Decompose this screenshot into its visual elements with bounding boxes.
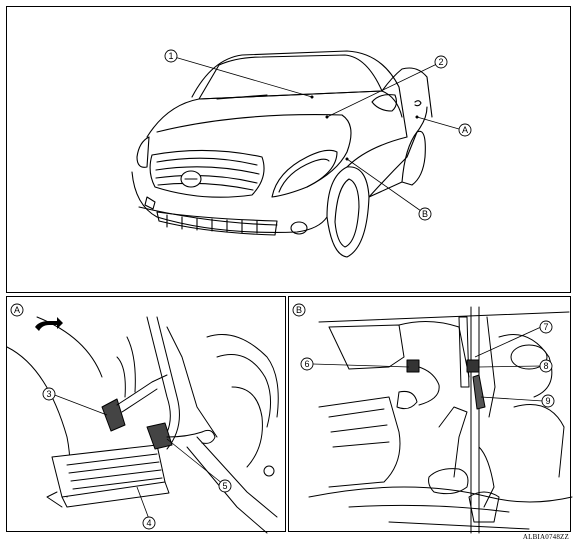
callout-2-label: 2 — [438, 57, 443, 67]
callout-7-label: 7 — [543, 322, 548, 332]
figure-code: ALBIA0748ZZ — [522, 533, 569, 541]
callout-8-circle — [539, 359, 553, 373]
callout-6-circle — [300, 357, 314, 371]
callout-4-circle — [142, 516, 156, 530]
vehicle-illustration: 1 2 A B — [131, 49, 472, 258]
detail-b-letter: B — [296, 305, 302, 315]
callout-3-circle — [42, 387, 56, 401]
callout-8-label: 8 — [543, 361, 548, 371]
callout-a-circle — [458, 123, 472, 137]
detail-a-letter: A — [14, 305, 20, 315]
callout-9-label: 9 — [545, 396, 550, 406]
detail-b-illustration: B — [292, 303, 573, 534]
vehicle-overview-panel: 1 2 A B — [6, 6, 571, 293]
callout-b-label: B — [422, 209, 428, 219]
detail-a-illustration: A — [6, 303, 279, 534]
callout-9-circle — [541, 394, 555, 408]
callout-1-circle — [164, 49, 178, 63]
callout-2-circle — [434, 55, 448, 69]
detail-b-panel: B — [288, 296, 573, 534]
callout-3-label: 3 — [46, 389, 51, 399]
callout-1-label: 1 — [168, 51, 173, 61]
callout-7-circle — [539, 320, 553, 334]
front-arrow-icon — [35, 317, 63, 331]
callout-a-label: A — [462, 125, 468, 135]
callout-4-label: 4 — [146, 518, 151, 528]
callout-6-label: 6 — [304, 359, 309, 369]
callout-5-circle — [218, 479, 232, 493]
callout-5-label: 5 — [222, 481, 227, 491]
callout-b-circle — [418, 207, 432, 221]
detail-a-panel: A — [6, 296, 286, 534]
